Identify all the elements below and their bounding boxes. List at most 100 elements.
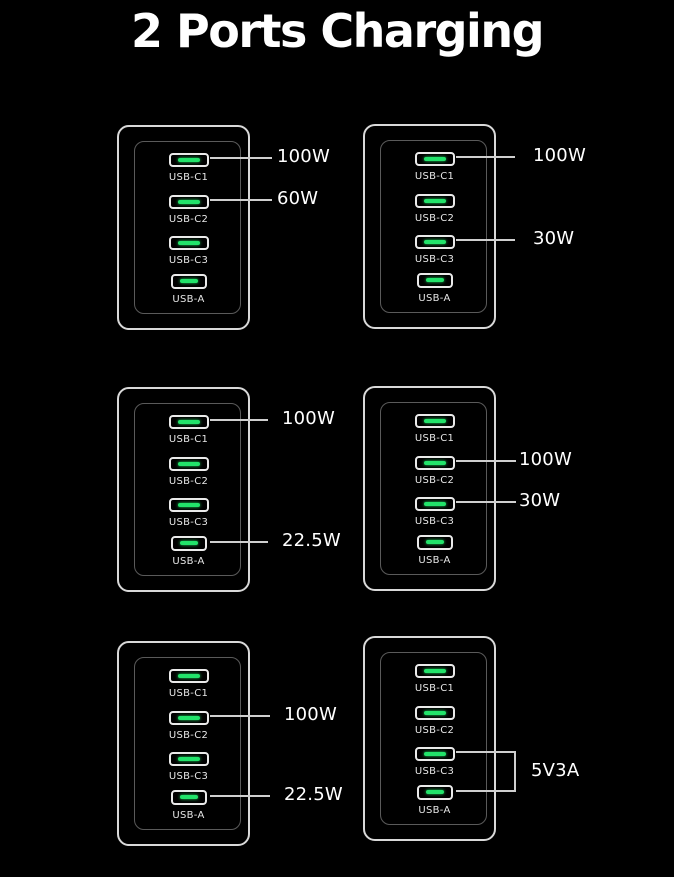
port-usb-c2: USB-C2 — [381, 705, 488, 736]
port-slot-icon — [414, 235, 455, 249]
port-usb-a: USB-A — [381, 273, 488, 304]
power-output-label: 100W — [277, 146, 330, 167]
port-usb-c1: USB-C1 — [135, 414, 242, 445]
power-output-label: 30W — [533, 228, 575, 249]
port-label: USB-C3 — [414, 254, 455, 265]
led-indicator-icon — [177, 241, 200, 245]
port-usb-c1: USB-C1 — [135, 668, 242, 699]
led-indicator-icon — [179, 795, 198, 799]
connector-line — [209, 157, 272, 159]
port-label: USB-A — [172, 556, 205, 567]
port-label: USB-C3 — [414, 766, 455, 777]
port-label: USB-A — [418, 555, 451, 566]
power-output-label: 30W — [519, 490, 561, 511]
port-label: USB-C2 — [168, 476, 209, 487]
port-label: USB-C1 — [168, 688, 209, 699]
port-slot-icon — [416, 785, 453, 800]
port-label: USB-A — [172, 294, 205, 305]
port-slot-icon — [414, 706, 455, 720]
port-slot-icon — [168, 415, 209, 429]
port-label: USB-C3 — [168, 255, 209, 266]
port-usb-c2: USB-C2 — [381, 193, 488, 224]
port-label: USB-C2 — [168, 730, 209, 741]
connector-line — [209, 199, 272, 201]
port-label: USB-A — [172, 810, 205, 821]
led-indicator-icon — [425, 790, 444, 794]
port-slot-icon — [168, 153, 209, 167]
port-usb-a: USB-A — [135, 536, 242, 567]
port-label: USB-C3 — [414, 516, 455, 527]
page-title: 2 Ports Charging — [130, 4, 545, 58]
port-usb-c3: USB-C3 — [381, 496, 488, 527]
port-usb-c1: USB-C1 — [381, 663, 488, 694]
port-slot-icon — [414, 747, 455, 761]
power-output-label: 100W — [284, 704, 337, 725]
led-indicator-icon — [179, 279, 198, 283]
power-output-label: 22.5W — [284, 784, 343, 805]
port-label: USB-C3 — [168, 517, 209, 528]
led-indicator-icon — [423, 157, 446, 161]
bracket-line — [514, 751, 516, 792]
port-slot-icon — [170, 536, 207, 551]
port-usb-a: USB-A — [381, 785, 488, 816]
connector-line — [455, 501, 516, 503]
power-output-label: 60W — [277, 188, 319, 209]
led-indicator-icon — [425, 540, 444, 544]
led-indicator-icon — [423, 752, 446, 756]
port-slot-icon — [168, 711, 209, 725]
led-indicator-icon — [177, 757, 200, 761]
port-slot-icon — [414, 497, 455, 511]
port-label: USB-C1 — [414, 171, 455, 182]
connector-line — [209, 715, 270, 717]
port-usb-c3: USB-C3 — [135, 235, 242, 266]
port-usb-c3: USB-C3 — [381, 746, 488, 777]
port-slot-icon — [414, 194, 455, 208]
connector-line — [455, 156, 515, 158]
port-slot-icon — [414, 456, 455, 470]
port-usb-a: USB-A — [381, 535, 488, 566]
port-usb-c2: USB-C2 — [381, 455, 488, 486]
port-slot-icon — [414, 414, 455, 428]
power-output-label: 100W — [282, 408, 335, 429]
port-slot-icon — [168, 752, 209, 766]
port-usb-c3: USB-C3 — [381, 234, 488, 265]
led-indicator-icon — [423, 502, 446, 506]
port-slot-icon — [170, 274, 207, 289]
led-indicator-icon — [423, 461, 446, 465]
port-slot-icon — [170, 790, 207, 805]
led-indicator-icon — [423, 419, 446, 423]
port-usb-c1: USB-C1 — [135, 152, 242, 183]
led-indicator-icon — [423, 711, 446, 715]
port-usb-a: USB-A — [135, 790, 242, 821]
port-label: USB-C3 — [168, 771, 209, 782]
port-usb-c1: USB-C1 — [381, 151, 488, 182]
port-label: USB-C1 — [414, 433, 455, 444]
port-label: USB-A — [418, 805, 451, 816]
connector-line — [209, 419, 268, 421]
port-slot-icon — [168, 498, 209, 512]
port-usb-c3: USB-C3 — [135, 497, 242, 528]
port-usb-c2: USB-C2 — [135, 710, 242, 741]
led-indicator-icon — [423, 669, 446, 673]
port-label: USB-C1 — [168, 172, 209, 183]
port-slot-icon — [414, 664, 455, 678]
port-usb-c3: USB-C3 — [135, 751, 242, 782]
led-indicator-icon — [423, 199, 446, 203]
port-label: USB-C2 — [414, 725, 455, 736]
connector-line — [209, 541, 268, 543]
led-indicator-icon — [177, 674, 200, 678]
led-indicator-icon — [177, 158, 200, 162]
port-usb-c2: USB-C2 — [135, 194, 242, 225]
power-output-label: 100W — [533, 145, 586, 166]
port-slot-icon — [168, 457, 209, 471]
connector-line — [455, 460, 516, 462]
port-label: USB-C2 — [414, 475, 455, 486]
port-label: USB-A — [418, 293, 451, 304]
port-slot-icon — [416, 535, 453, 550]
